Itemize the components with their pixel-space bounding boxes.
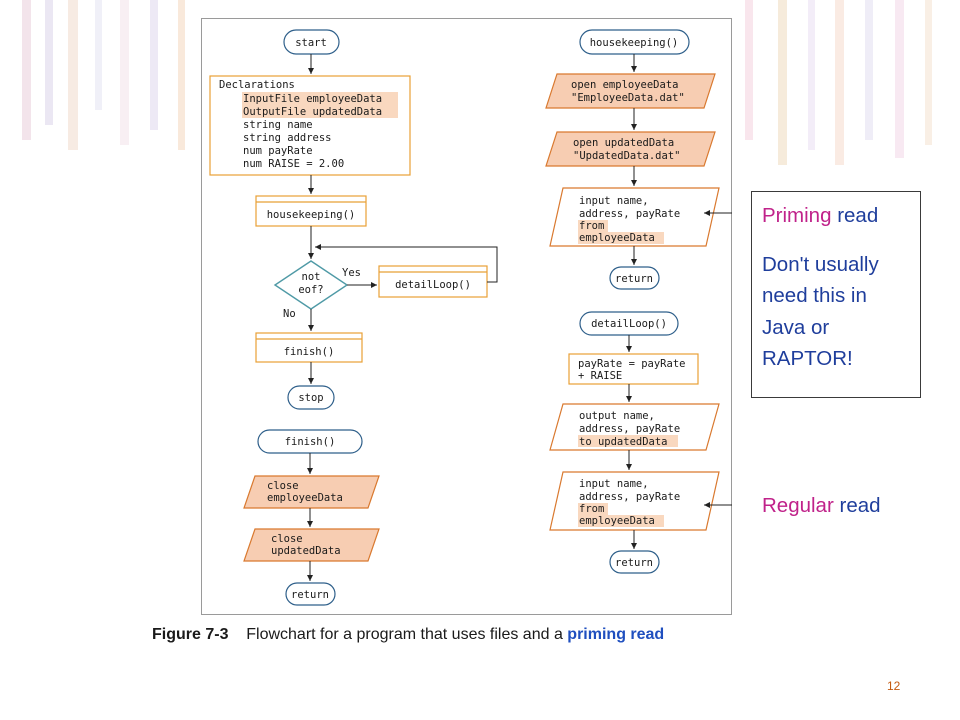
open2-line-1: open updatedData <box>573 137 674 149</box>
detail-loop-module: detailLoop() payRate = payRate + RAISE o… <box>549 311 720 574</box>
page-number: 12 <box>887 679 901 693</box>
detailloop-call-label: detailLoop() <box>395 279 471 291</box>
declaration-highlight-1 <box>242 92 398 105</box>
flowchart-diagram: .ft { font-family:"DejaVu Sans Mono", mo… <box>209 29 732 606</box>
main-flow: start Declarations InputFile employeeDat… <box>209 29 498 410</box>
stop-label: stop <box>298 392 323 404</box>
detailloop-call-box <box>378 265 488 298</box>
declarations-title: Declarations <box>219 79 295 91</box>
calc-line-1: payRate = payRate <box>578 358 685 370</box>
priming-read-heading: Priming read <box>762 200 910 232</box>
calc-payrate-box <box>568 353 699 385</box>
output-line-3: to updatedData <box>579 436 668 448</box>
regular-word: Regular <box>762 494 834 517</box>
housekeeping-return-label: return <box>615 273 653 285</box>
read-word: read <box>837 204 879 227</box>
stop-terminator <box>287 385 335 410</box>
declaration-line-6: num RAISE = 2.00 <box>243 158 344 170</box>
start-label: start <box>295 37 327 49</box>
output-highlight <box>578 435 678 447</box>
priming-input-highlight-1 <box>578 220 608 232</box>
priming-input-highlight-2 <box>578 232 664 244</box>
open-updateddata-io <box>545 131 716 167</box>
finish-return-terminator <box>285 582 336 606</box>
declaration-line-1: InputFile employeeData <box>243 93 382 105</box>
regular-input-highlight-1 <box>578 503 608 515</box>
close2-line-2: updatedData <box>271 545 341 557</box>
output-line-1: output name, <box>579 410 655 422</box>
close1-line-1: close <box>267 480 299 492</box>
finish-module: finish() close employeeData close update… <box>243 429 380 606</box>
regular-input-line-2: address, payRate <box>579 491 680 503</box>
housekeeping-module-header-label: housekeeping() <box>590 37 679 49</box>
callout-note-line-2: need this in <box>762 284 867 307</box>
priming-read-callout: Priming read Don't usually need this in … <box>751 191 921 398</box>
housekeeping-call-box <box>255 195 367 227</box>
detailloop-return-terminator <box>609 550 660 574</box>
decision-label-line-2: eof? <box>298 284 323 296</box>
detailloop-module-header-label: detailLoop() <box>591 318 667 330</box>
close2-line-1: close <box>271 533 303 545</box>
callout-note-line-4: RAPTOR! <box>762 347 853 370</box>
no-label: No <box>283 308 296 320</box>
housekeeping-return-terminator <box>609 266 660 290</box>
callout-note-line-3: Java or <box>762 315 830 339</box>
priming-word: Priming <box>762 204 832 227</box>
declaration-line-5: num payRate <box>243 145 313 157</box>
caption-text: Flowchart for a program that uses files … <box>246 626 563 643</box>
finish-call-label: finish() <box>284 346 335 358</box>
priming-input-line-4: employeeData <box>579 232 655 244</box>
finish-module-header-label: finish() <box>285 436 336 448</box>
open1-line-1: open employeeData <box>571 79 678 91</box>
detailloop-return-label: return <box>615 557 653 569</box>
caption-label: Figure 7-3 <box>152 626 229 643</box>
housekeeping-module: housekeeping() open employeeData "Employ… <box>545 29 720 290</box>
priming-input-line-1: input name, <box>579 195 649 207</box>
calc-line-2: + RAISE <box>578 370 622 382</box>
declaration-line-4: string address <box>243 132 332 144</box>
connector-loop-back <box>315 244 498 283</box>
finish-call-box <box>255 332 363 363</box>
background-streaks <box>22 0 932 165</box>
declaration-highlight-2 <box>242 105 398 118</box>
caption-emphasis: priming read <box>567 626 665 643</box>
priming-input-line-2: address, payRate <box>579 208 680 220</box>
regular-input-highlight-2 <box>578 515 664 527</box>
priming-input-line-3: from <box>579 220 604 232</box>
yes-label: Yes <box>342 267 361 279</box>
regular-input-line-1: input name, <box>579 478 649 490</box>
output-line-2: address, payRate <box>579 423 680 435</box>
close1-line-2: employeeData <box>267 492 343 504</box>
housekeeping-call-label: housekeeping() <box>267 209 356 221</box>
regular-input-line-4: employeeData <box>579 515 655 527</box>
close-updateddata-io <box>243 528 380 562</box>
finish-return-label: return <box>291 589 329 601</box>
declaration-line-3: string name <box>243 119 313 131</box>
close-employeedata-io <box>243 475 380 509</box>
decision-label-line-1: not <box>302 271 321 283</box>
open2-line-2: "UpdatedData.dat" <box>573 150 680 162</box>
regular-read-callout: Regular read <box>762 490 881 522</box>
regular-read-word: read <box>839 494 881 517</box>
regular-input-line-3: from <box>579 503 604 515</box>
callout-note-line-1: Don't usually <box>762 252 879 276</box>
open-employeedata-io <box>545 73 716 109</box>
figure-caption: Figure 7-3 Flowchart for a program that … <box>152 624 664 646</box>
open1-line-2: "EmployeeData.dat" <box>571 92 685 104</box>
declaration-line-2: OutputFile updatedData <box>243 106 382 118</box>
